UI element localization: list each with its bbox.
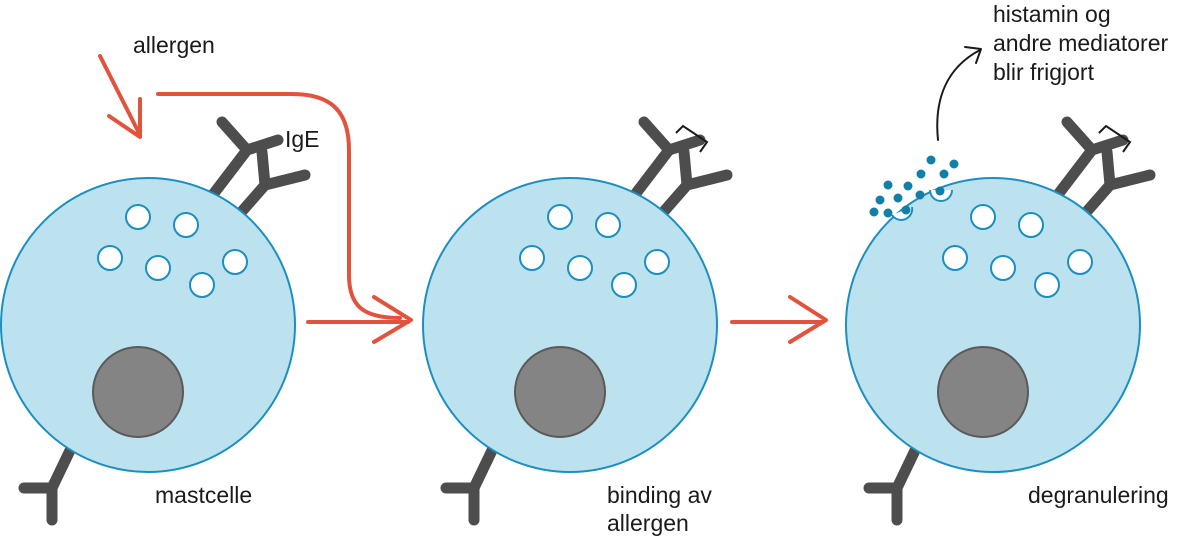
released-mediators bbox=[869, 155, 959, 218]
allergen-bound-3 bbox=[1098, 124, 1132, 153]
arrow-stage-1-to-2 bbox=[306, 295, 413, 344]
nucleus-3 bbox=[937, 346, 1029, 438]
release-arrow bbox=[936, 46, 982, 141]
allergen-bound-2 bbox=[675, 124, 709, 153]
cell-body-2 bbox=[422, 177, 718, 473]
mast-cell-1 bbox=[0, 116, 311, 526]
stage-2-label-line1: binding av bbox=[607, 482, 712, 508]
allergen-label: allergen bbox=[133, 32, 215, 58]
release-label-line3: blir frigjort bbox=[993, 59, 1095, 85]
allergen-arrow bbox=[98, 54, 142, 139]
stage-3-label: degranulering bbox=[1028, 482, 1169, 508]
fusing-granule-b bbox=[929, 189, 953, 202]
stage-2-label-line2: allergen bbox=[607, 510, 689, 536]
cell-body-3 bbox=[845, 177, 1141, 473]
mast-cell-2 bbox=[422, 116, 733, 526]
release-label-line1: histamin og bbox=[993, 1, 1111, 27]
nucleus-1 bbox=[92, 346, 184, 438]
release-label-line2: andre mediatorer bbox=[993, 30, 1168, 56]
allergen-path-arrow bbox=[156, 92, 402, 320]
arrow-stage-2-to-3 bbox=[730, 295, 828, 344]
cell-body-1 bbox=[0, 177, 296, 473]
mast-cell-3 bbox=[845, 116, 1156, 526]
nucleus-2 bbox=[514, 346, 606, 438]
stage-1-label: mastcelle bbox=[155, 482, 252, 508]
ige-label: IgE bbox=[285, 126, 320, 152]
